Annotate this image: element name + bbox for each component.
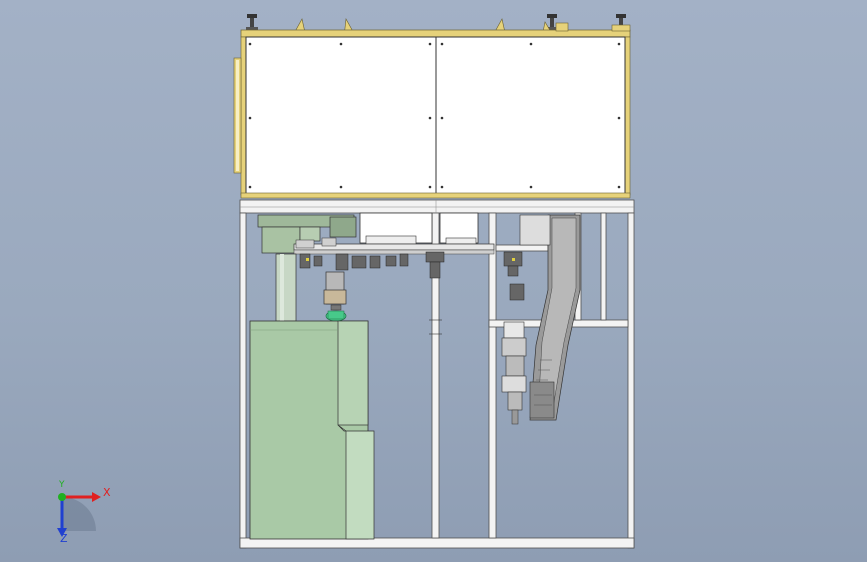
top-knob-left: [246, 14, 258, 30]
y-axis-label: Y: [59, 480, 65, 490]
top-knob-mid: [546, 14, 558, 30]
upper-mechanism: [257, 212, 523, 322]
x-axis-label: X: [103, 486, 111, 499]
top-enclosure: [233, 14, 631, 199]
right-slide-assembly: [501, 214, 581, 425]
base-machine: [249, 253, 375, 540]
coordinate-triad: [57, 492, 101, 537]
enclosure-panel-left: [245, 36, 437, 196]
enclosure-panel-right: [435, 36, 626, 196]
z-axis-label: Z: [60, 532, 68, 545]
